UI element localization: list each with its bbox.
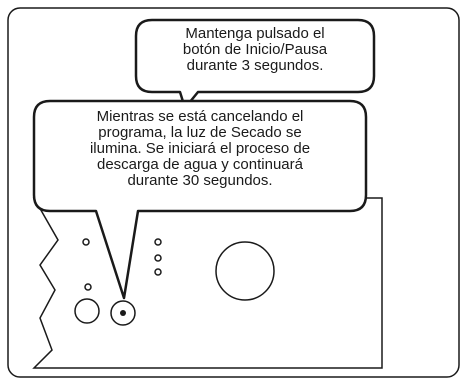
hold-instruction-text: Mantenga pulsado el botón de Inicio/Paus… — [182, 25, 328, 74]
indicator-light — [84, 283, 92, 291]
control-panel-outline — [32, 197, 383, 369]
power-button — [74, 298, 100, 324]
start-pause-button-dot — [120, 310, 126, 316]
program-dial — [215, 241, 275, 301]
cancel-description-bubble — [32, 99, 368, 300]
indicator-light — [154, 268, 162, 276]
indicator-light — [82, 238, 90, 246]
drying-indicator-light — [154, 238, 162, 246]
indicator-light — [154, 254, 162, 262]
cancel-description-text: Mientras se está cancelando el programa,… — [89, 108, 311, 189]
